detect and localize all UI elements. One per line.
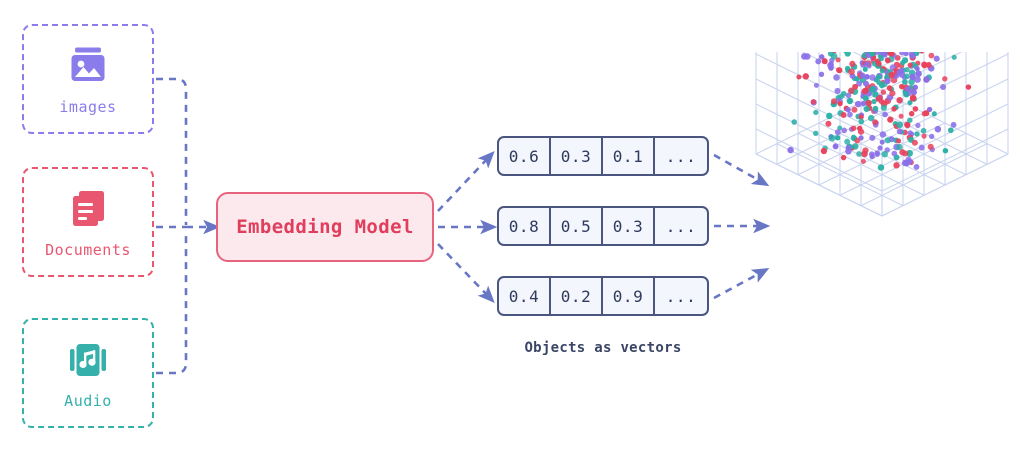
source-box-images[interactable]: images xyxy=(22,24,154,134)
connector-images-to-bus xyxy=(156,77,188,225)
vector-cell-ellipsis: ... xyxy=(665,216,697,236)
vector-cell: 0.3 xyxy=(603,208,655,244)
vector-cell: 0.9 xyxy=(603,278,655,314)
vector-cell: 0.4 xyxy=(499,278,551,314)
embedding-model-box[interactable]: Embedding Model xyxy=(216,192,434,262)
connector-model-to-vector-0 xyxy=(437,150,495,212)
vector-cell: 0.2 xyxy=(551,278,603,314)
vector-cell-ellipsis: ... xyxy=(665,146,697,166)
connector-audio-to-bus xyxy=(156,230,188,375)
vectors-caption: Objects as vectors xyxy=(524,340,682,356)
source-box-documents[interactable]: Documents xyxy=(22,167,154,277)
connector-model-to-vector-2 xyxy=(437,243,495,303)
audio-icon xyxy=(65,337,111,383)
vector-cell: 0.3 xyxy=(551,138,603,174)
source-box-audio[interactable]: Audio xyxy=(22,318,154,428)
connector-vector-2-to-space xyxy=(713,268,770,300)
vector-cell-ellipsis: ... xyxy=(665,286,697,306)
vector-row: 0.6 0.3 0.1 ... xyxy=(497,136,709,176)
documents-icon xyxy=(65,186,111,232)
vector-space-3d-scatter xyxy=(742,0,1022,362)
image-icon xyxy=(65,43,111,89)
vector-cell: 0.5 xyxy=(551,208,603,244)
vector-cell: 0.8 xyxy=(499,208,551,244)
vector-cell: 0.6 xyxy=(499,138,551,174)
embedding-model-label: Embedding Model xyxy=(236,216,414,238)
vector-cell: 0.1 xyxy=(603,138,655,174)
source-label-audio: Audio xyxy=(64,391,112,410)
vector-row: 0.4 0.2 0.9 ... xyxy=(497,276,709,316)
source-label-documents: Documents xyxy=(45,240,131,259)
vector-row: 0.8 0.5 0.3 ... xyxy=(497,206,709,246)
source-label-images: images xyxy=(59,97,117,116)
connector-vector-0-to-space xyxy=(713,153,770,187)
